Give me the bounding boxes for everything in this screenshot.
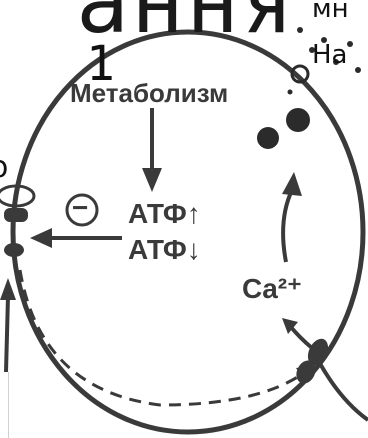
dot-6: [355, 67, 361, 73]
arrowhead-left-up: [0, 278, 16, 300]
dot-2: [309, 47, 315, 53]
outer-curve: [316, 359, 368, 422]
dot-7: [287, 89, 293, 95]
arrowhead-ca: [282, 318, 298, 334]
arrow-ca-to-granules: [281, 189, 294, 263]
arrow-left-up: [4, 295, 10, 373]
granule-exocytosis: [290, 64, 310, 84]
ca-channel-b: [296, 360, 316, 384]
arrow-channel-to-ca: [288, 324, 314, 350]
calcium-label: Ca²⁺: [242, 273, 302, 304]
dot-3: [321, 37, 327, 43]
granule-1: [286, 108, 310, 132]
bottom-left-panel: [0, 372, 9, 438]
dot-4: [333, 59, 339, 65]
atp-up-label: АТФ↑: [128, 198, 201, 229]
na-label: На: [312, 40, 348, 70]
arrowhead-left: [30, 228, 52, 248]
channel-lower-oval: [4, 243, 24, 257]
arrowhead-granules: [282, 172, 302, 196]
metabolism-label: Метаболизм: [70, 78, 229, 108]
top-text-fragment: ання: [76, 0, 296, 53]
granule-2: [257, 127, 279, 149]
digit-fragment: 1: [86, 36, 115, 92]
dot-5: [347, 41, 353, 47]
dot-1: [297, 27, 303, 33]
channel-upper-oval: [0, 184, 36, 208]
inhibition-circle: [65, 193, 99, 227]
arrowhead-down: [142, 168, 162, 192]
right-text-fragment: мн: [312, 0, 349, 24]
left-edge-fragment: о: [0, 150, 8, 185]
dashed-translocation-path: [18, 269, 306, 407]
ca-channel-a: [307, 338, 329, 366]
atp-down-label: АТФ↓: [128, 234, 201, 265]
inhibit-sign: −: [72, 192, 89, 223]
cell-membrane: [10, 29, 366, 435]
channel-body: [4, 208, 28, 222]
